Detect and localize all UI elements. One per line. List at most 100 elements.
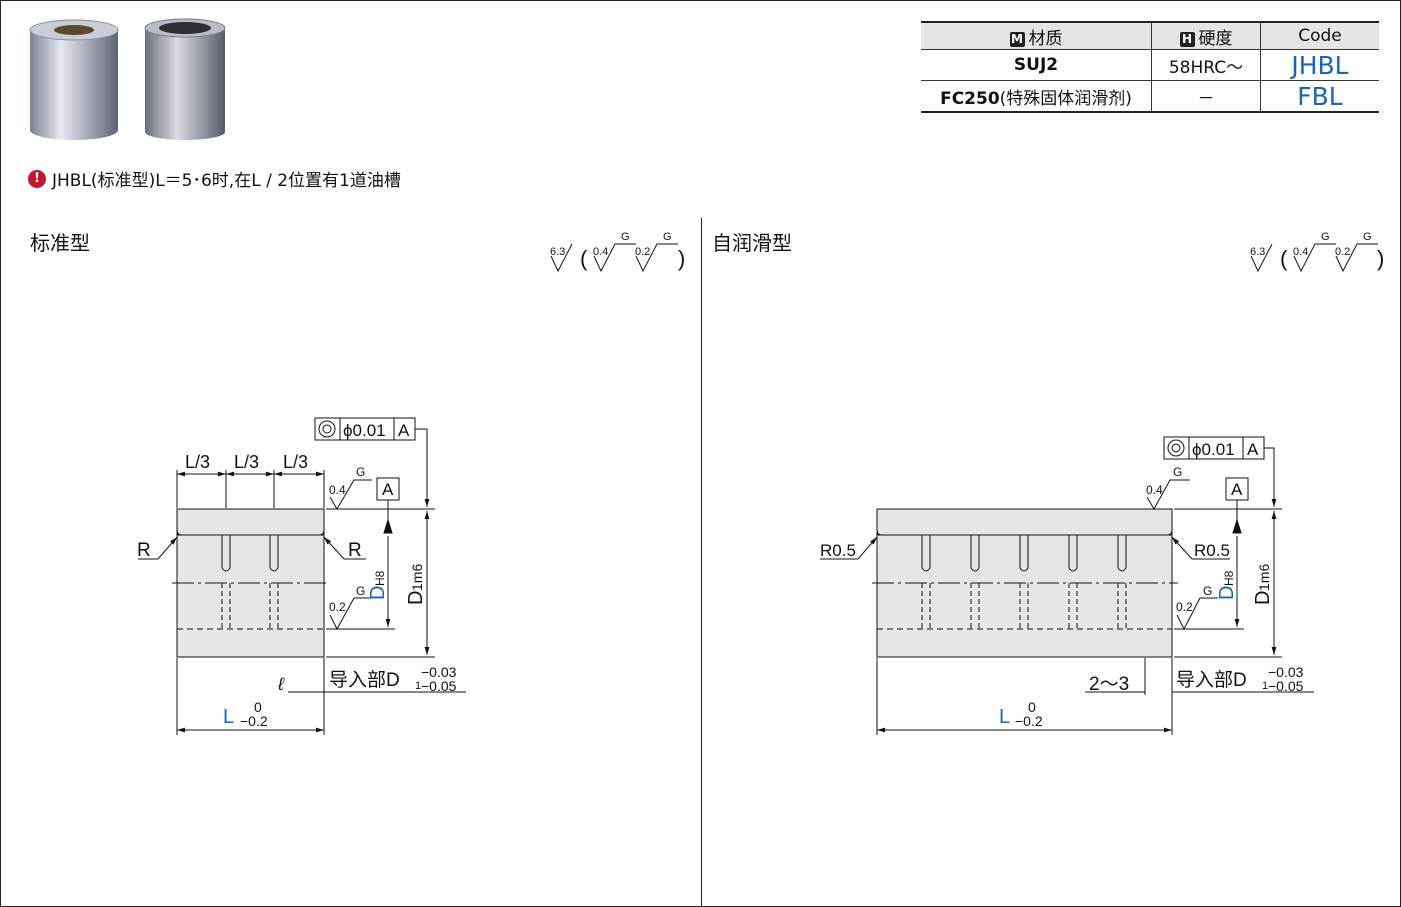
lead-in-label: 导入部D <box>329 669 400 691</box>
material-badge: M <box>1009 31 1025 47</box>
tolerance-frame: ϕ0.01 A <box>314 417 430 507</box>
tolerance-value: ϕ0.01 <box>1192 440 1235 459</box>
outer-dim-tol: 1m6 <box>1256 564 1272 591</box>
length-letter: L <box>999 706 1010 728</box>
surface-top-mark: G <box>1173 465 1182 479</box>
groove-spacing-label: 2～3 <box>1089 674 1129 695</box>
roughness-r2-mark: G <box>663 231 672 243</box>
roughness-paren-open: ( <box>580 246 588 271</box>
division-label-2: L/3 <box>234 452 259 472</box>
tolerance-datum: A <box>1247 440 1259 459</box>
oil-grooves <box>921 535 1127 630</box>
surface-bore-value: 0.2 <box>1176 600 1193 614</box>
bore-dim-letter: D <box>367 586 389 600</box>
datum-triangle <box>383 518 393 534</box>
table-row: FC250(特殊固体润滑剂) － FBL <box>921 80 1379 113</box>
outer-dim-letter: D <box>1252 591 1274 605</box>
surface-top-value: 0.4 <box>329 483 346 497</box>
hardness-cell: 58HRC～ <box>1151 49 1261 81</box>
product-photo-fbl <box>144 18 226 140</box>
roughness-r2-mark: G <box>1363 231 1372 243</box>
lead-in-upper: −0.03 <box>1268 664 1304 680</box>
oil-grooves <box>221 535 279 630</box>
note-line: ! JHBL(标准型)L＝5･6时,在L / 2位置有1道油槽 <box>28 166 401 191</box>
roughness-r2: 0.2 <box>635 246 650 258</box>
section-divider <box>701 218 702 907</box>
roughness-r2: 0.2 <box>1335 246 1350 258</box>
surface-top-value: 0.4 <box>1146 483 1163 497</box>
lead-in-label: 导入部D <box>1176 669 1247 691</box>
material-name: SUJ2 <box>1013 55 1059 75</box>
radius-right-label: R0.5 <box>1194 541 1230 560</box>
roughness-paren-close: ) <box>1377 246 1384 271</box>
datum-triangle <box>1232 518 1242 534</box>
tolerance-value: ϕ0.01 <box>343 421 386 440</box>
roughness-r1: 0.4 <box>593 246 608 258</box>
division-label-3: L/3 <box>283 452 308 472</box>
hardness-badge: H <box>1179 31 1195 47</box>
surface-bore-mark: G <box>356 584 365 598</box>
material-name: FC250 <box>940 88 1000 109</box>
tolerance-datum: A <box>398 421 410 440</box>
header-hardness-label: 硬度 <box>1198 28 1233 49</box>
outer-dim-tol: 1m6 <box>409 564 425 591</box>
ell-label: ℓ <box>277 674 285 694</box>
info-bulb-icon: ! <box>28 169 46 188</box>
lubricated-drawing: 6.3 ( 0.4 G 0.2 G ) R0.5 R0.5 <box>820 231 1384 735</box>
note-text: JHBL(标准型)L＝5･6时,在L / 2位置有1道油槽 <box>52 171 401 191</box>
material-cell: FC250(特殊固体润滑剂) <box>921 80 1152 113</box>
bore-dim-tol: H8 <box>373 570 387 586</box>
length-lower: −0.2 <box>240 713 268 729</box>
lead-in-sub: 1 <box>1262 680 1268 692</box>
header-code: Code <box>1260 21 1379 50</box>
length-lower: −0.2 <box>1015 713 1043 729</box>
header-material-label: 材质 <box>1028 28 1063 49</box>
roughness-r1-mark: G <box>1321 231 1330 243</box>
surface-top-mark: G <box>356 465 365 479</box>
chamfer-left <box>876 509 883 536</box>
chamfer-right <box>1166 509 1173 536</box>
chamfer-right <box>318 509 325 536</box>
surface-bore-mark: G <box>1203 584 1212 598</box>
radius-left-label: R0.5 <box>820 541 856 560</box>
roughness-symbols: 6.3 ( 0.4 G 0.2 G ) <box>550 231 685 273</box>
hardness-cell: － <box>1151 80 1261 113</box>
surface-bore-value: 0.2 <box>329 600 346 614</box>
lead-in-sub: 1 <box>415 680 421 692</box>
standard-type-title: 标准型 <box>30 231 90 255</box>
outer-dim-letter: D <box>405 591 427 605</box>
length-upper: 0 <box>1028 699 1036 715</box>
length-letter: L <box>223 706 234 728</box>
lead-in-lower: −0.05 <box>421 678 457 694</box>
roughness-paren-open: ( <box>1280 246 1288 271</box>
length-upper: 0 <box>254 699 262 715</box>
product-photo-jhbl <box>29 19 119 140</box>
roughness-main: 6.3 <box>1250 246 1265 258</box>
radius-right-label: R <box>348 540 362 561</box>
code-cell: JHBL <box>1260 49 1379 81</box>
code-cell: FBL <box>1260 80 1379 113</box>
material-cell: SUJ2 <box>921 49 1152 81</box>
lead-in-lower: −0.05 <box>1268 678 1304 694</box>
lubricated-type-title: 自润滑型 <box>712 231 792 255</box>
roughness-paren-close: ) <box>678 246 685 271</box>
bore-dim-tol: H8 <box>1222 570 1236 586</box>
chamfer-left <box>176 509 183 536</box>
lead-in-upper: −0.03 <box>421 664 457 680</box>
tolerance-frame: ϕ0.01 A <box>1163 436 1277 507</box>
roughness-symbols: 6.3 ( 0.4 G 0.2 G ) <box>1250 231 1384 273</box>
radius-left-label: R <box>137 540 151 561</box>
standard-drawing: 6.3 ( 0.4 G 0.2 G ) L/3 L/3 L/3 <box>137 231 685 735</box>
division-label-1: L/3 <box>185 452 210 472</box>
roughness-r1-mark: G <box>621 231 630 243</box>
material-note: (特殊固体润滑剂) <box>999 88 1132 109</box>
table-row: SUJ2 58HRC～ JHBL <box>921 49 1379 81</box>
datum-label: A <box>1231 480 1243 499</box>
datum-label: A <box>382 480 394 499</box>
roughness-r1: 0.4 <box>1293 246 1308 258</box>
